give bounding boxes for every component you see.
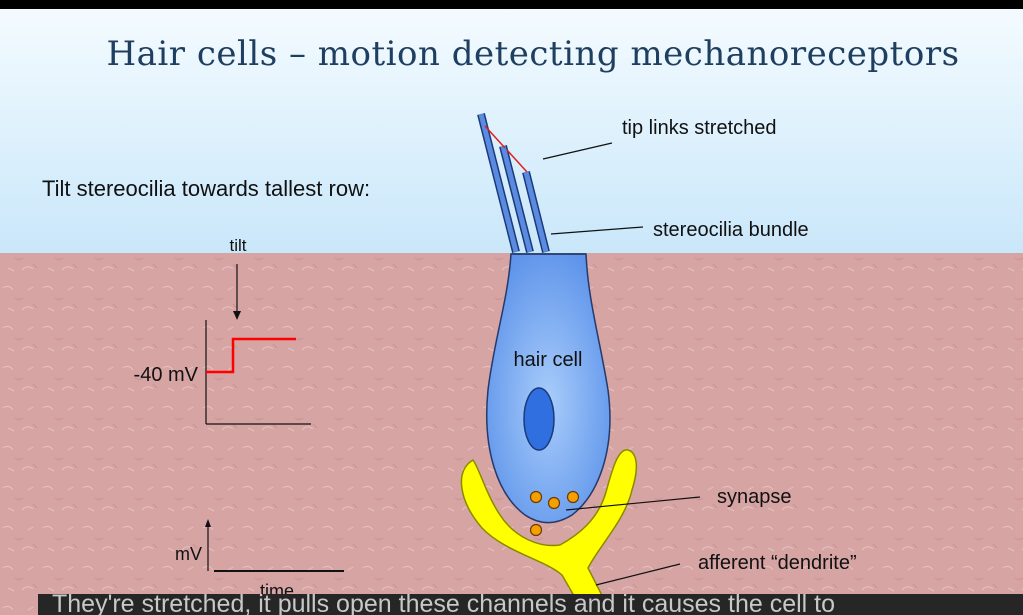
stereocilium-tall-fill (478, 113, 519, 253)
subtitle-caption: They're stretched, it pulls open these c… (38, 594, 1023, 615)
nucleus (523, 387, 555, 451)
caption-text: They're stretched, it pulls open these c… (52, 594, 836, 615)
slide-subtitle: Tilt stereocilia towards tallest row: (42, 176, 370, 201)
tilt-label: tilt (230, 236, 247, 255)
vesicle (566, 490, 580, 504)
voltage-label: -40 mV (134, 364, 199, 386)
voltage-trace (206, 337, 296, 374)
stereocilia-pointer (550, 226, 644, 235)
synaptic-vesicles (529, 490, 580, 537)
synapse-label: synapse (717, 486, 792, 508)
hair-cell-body (486, 253, 611, 524)
dendrite-pointer (595, 563, 681, 586)
tilt-arrow-head (233, 311, 241, 320)
stereocilium-short-fill (523, 171, 549, 253)
tip-link-1 (484, 125, 506, 149)
stereocilia-label: stereocilia bundle (653, 219, 809, 241)
vesicle (529, 490, 543, 504)
tip-link-2 (506, 149, 528, 173)
potential-graph: tilt -40 mV (134, 236, 311, 425)
dendrite-label: afferent “dendrite” (698, 552, 857, 574)
legend-y-arrow (205, 519, 211, 527)
hair-cell-label: hair cell (514, 349, 583, 371)
stereocilium-mid-fill (500, 145, 533, 253)
legend-y-label: mV (175, 544, 202, 564)
sky-background (0, 9, 1023, 253)
stereocilia-bundle (477, 113, 550, 253)
tip-links-label: tip links stretched (622, 117, 777, 139)
slide-title: Hair cells – motion detecting mechanorec… (106, 34, 959, 74)
black-top-bar (0, 0, 1023, 9)
vesicle-released (529, 523, 543, 537)
axis-legend: mV time (175, 519, 344, 601)
synapse-pointer (565, 496, 701, 511)
vesicle (547, 496, 561, 510)
afferent-dendrite (460, 449, 638, 615)
tip-links-pointer (542, 142, 613, 160)
